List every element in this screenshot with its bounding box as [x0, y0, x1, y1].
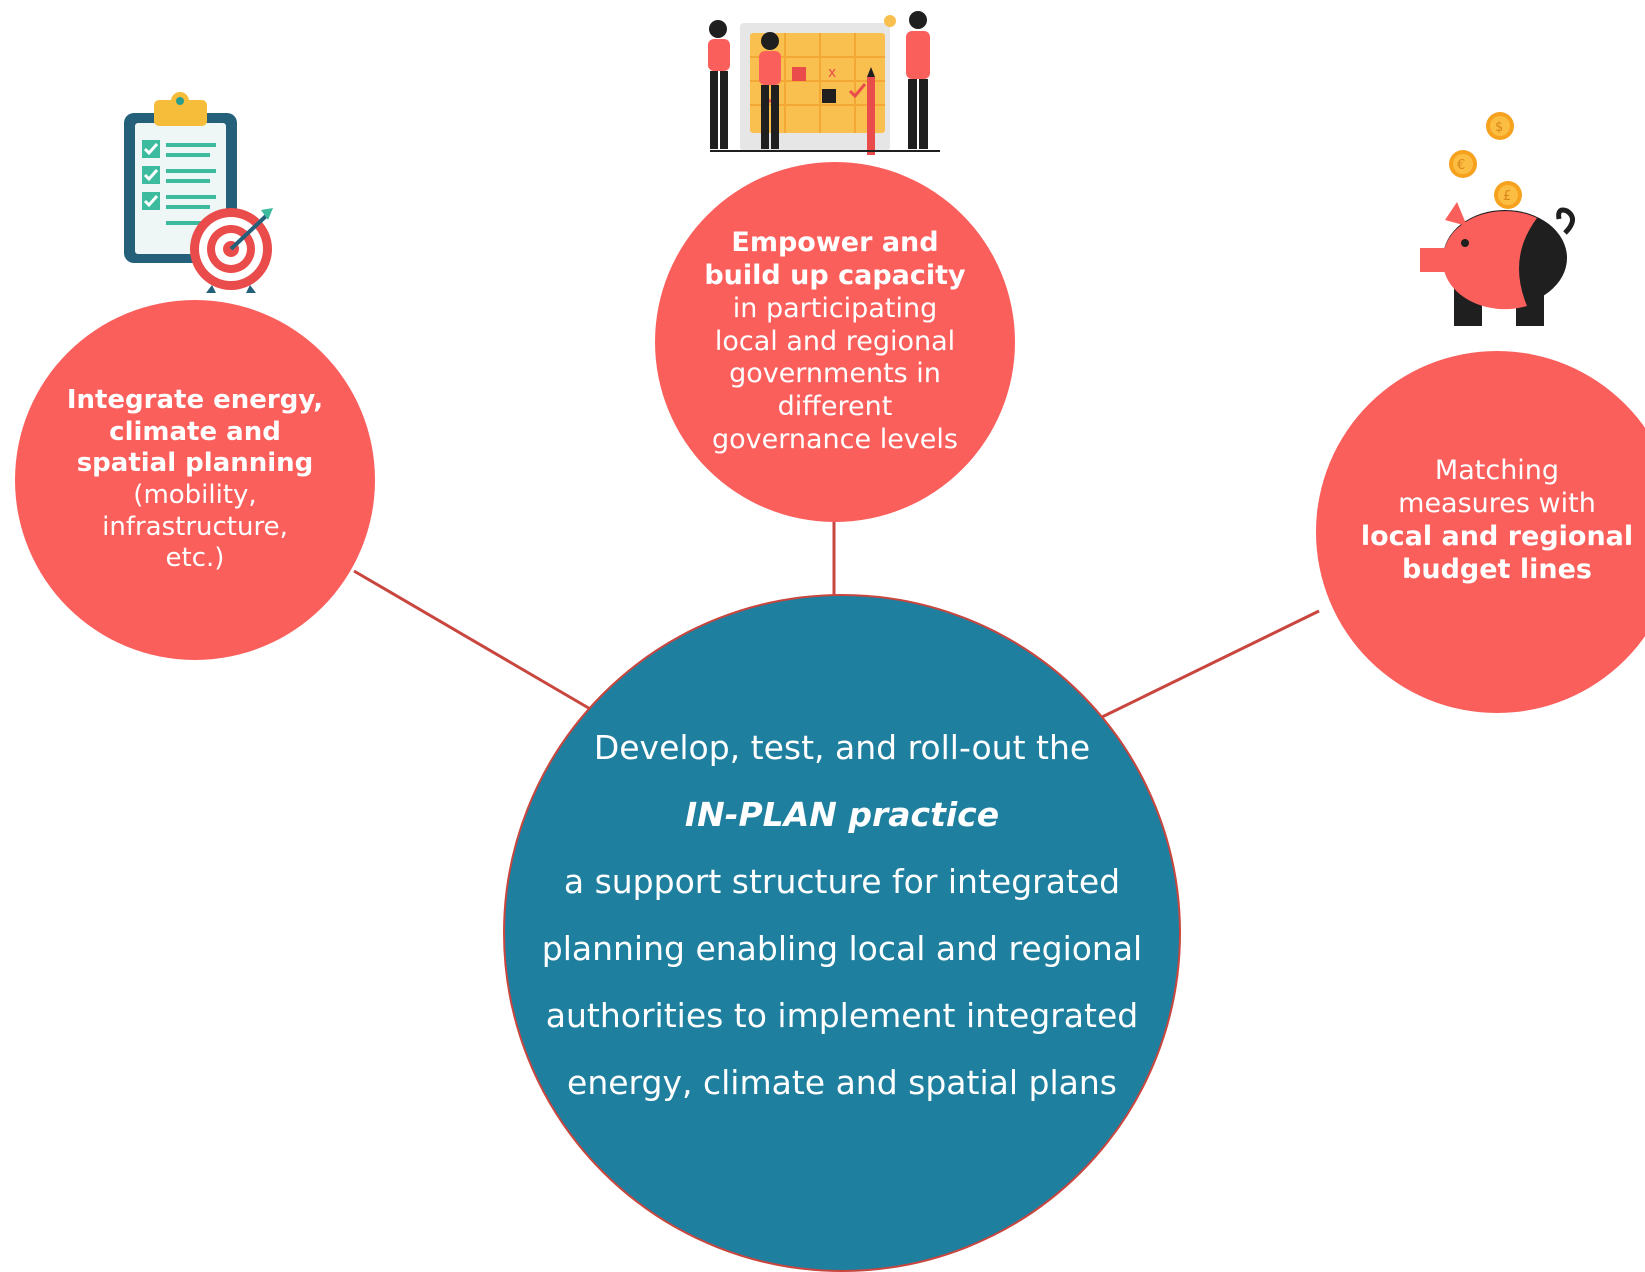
goal-circle-integrate: Integrate energy, climate and spatial pl…	[15, 300, 375, 660]
svg-text:x: x	[828, 65, 836, 81]
empower-heading-line-2: build up capacity	[704, 259, 966, 291]
integrate-text-line-1: (mobility,	[133, 480, 257, 510]
empower-text-line-5: governance levels	[712, 424, 958, 456]
central-intro-line: Develop, test, and roll-out the	[593, 728, 1091, 767]
empower-text-line-1: in participating	[732, 292, 938, 324]
team-planning-board-icon: x x	[708, 11, 940, 155]
piggy-bank-coins-icon: $ € £	[1420, 112, 1575, 326]
empower-text-line-3: governments in	[729, 358, 941, 390]
central-text-line-1: a support structure for integrated	[563, 862, 1121, 901]
svg-text:£: £	[1503, 189, 1511, 204]
budget-text-line-2: measures with	[1398, 487, 1596, 519]
connector-right	[1101, 609, 1320, 719]
svg-text:x: x	[766, 93, 774, 109]
budget-heading-line-1: local and regional	[1360, 520, 1634, 552]
integrate-heading-line-1: Integrate energy,	[66, 384, 324, 415]
empower-text-line-2: local and regional	[714, 325, 956, 357]
clipboard-target-icon	[124, 92, 273, 293]
integrate-heading-line-3: spatial planning	[76, 448, 314, 479]
goal-circle-budget: Matching measures with local and regiona…	[1316, 351, 1645, 713]
connector-lines	[353, 522, 1320, 719]
empower-text-line-4: different	[777, 391, 893, 423]
svg-text:€: €	[1457, 158, 1465, 173]
central-text-line-3: authorities to implement integrated	[545, 996, 1139, 1035]
integrate-heading-line-2: climate and	[109, 416, 281, 447]
budget-text-line-1: Matching	[1434, 455, 1560, 486]
integrate-text-line-2: infrastructure,	[102, 511, 288, 542]
connector-left	[353, 569, 593, 712]
central-goal-circle: Develop, test, and roll-out the IN-PLAN …	[503, 594, 1181, 1272]
integrate-text-line-3: etc.)	[165, 543, 225, 574]
goal-circle-empower: Empower and build up capacity in partici…	[655, 162, 1015, 522]
svg-text:$: $	[1495, 120, 1503, 135]
budget-heading-line-2: budget lines	[1402, 553, 1592, 585]
central-highlight: IN-PLAN practice	[684, 795, 1000, 834]
empower-heading-line-1: Empower and	[731, 226, 939, 258]
central-text-line-4: energy, climate and spatial plans	[567, 1063, 1117, 1102]
central-text-line-2: planning enabling local and regional	[541, 929, 1143, 968]
